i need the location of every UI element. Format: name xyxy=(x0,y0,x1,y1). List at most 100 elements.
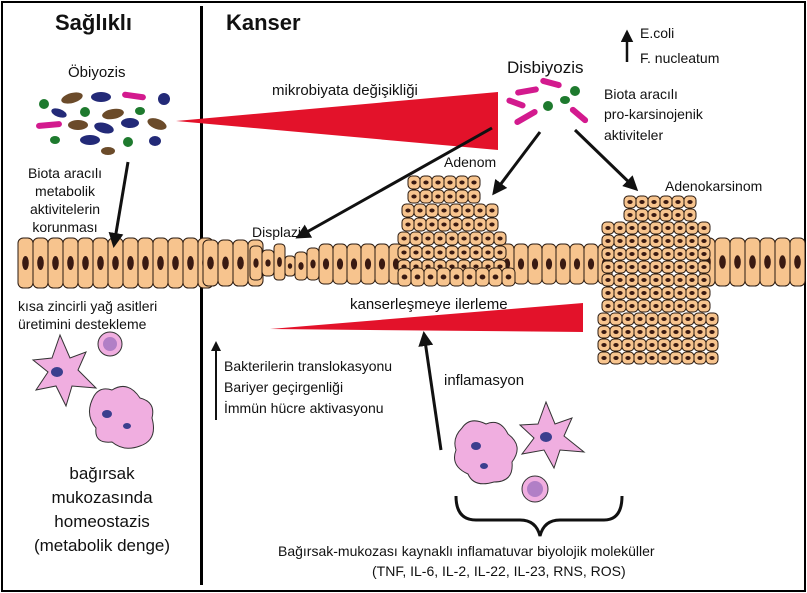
cell-nucleus xyxy=(689,265,695,269)
scfa-line-2: üretimini destekleme xyxy=(18,316,147,332)
cell-nucleus xyxy=(465,222,471,227)
cell-nucleus xyxy=(677,239,683,243)
cell-nucleus xyxy=(675,213,681,217)
cell-nucleus xyxy=(613,330,619,334)
cell-nucleus xyxy=(665,291,671,295)
cell-nucleus xyxy=(677,252,683,256)
cell-nucleus xyxy=(701,278,707,282)
cell-nucleus xyxy=(649,330,655,334)
cell-nucleus xyxy=(605,239,611,243)
cell-nucleus xyxy=(637,317,643,321)
cell-nucleus xyxy=(701,252,707,256)
cell-nucleus xyxy=(617,265,623,269)
immune-cells-cancer xyxy=(454,400,586,503)
cell-nucleus xyxy=(649,343,655,347)
cell-nucleus xyxy=(641,304,647,308)
cell-nucleus xyxy=(417,222,423,227)
cell-nucleus xyxy=(697,317,703,321)
cell-nucleus xyxy=(517,258,525,270)
cell-nucleus xyxy=(485,250,491,255)
cell-nucleus xyxy=(461,264,467,269)
cell-nucleus xyxy=(605,226,611,230)
cell-nucleus xyxy=(127,256,134,270)
cell-nucleus xyxy=(629,291,635,295)
cell-nucleus xyxy=(437,250,443,255)
homeostasis-line-1: bağırsak xyxy=(69,464,135,483)
cell-nucleus xyxy=(401,274,408,280)
cell-nucleus xyxy=(573,258,581,270)
cell-nucleus xyxy=(685,330,691,334)
cell-nucleus xyxy=(675,200,681,204)
biota-line-1: Biota aracılı xyxy=(28,165,102,181)
cell-nucleus xyxy=(625,317,631,321)
cell-nucleus xyxy=(629,265,635,269)
cell-nucleus xyxy=(697,343,703,347)
cell-nucleus xyxy=(497,250,503,255)
cell-nucleus xyxy=(322,258,330,270)
cell-nucleus xyxy=(625,343,631,347)
cell-nucleus xyxy=(689,304,695,308)
cell-nucleus xyxy=(625,330,631,334)
cell-nucleus xyxy=(52,256,59,270)
cell-nucleus xyxy=(613,356,619,360)
cell-nucleus xyxy=(605,252,611,256)
cell-nucleus xyxy=(653,291,659,295)
cell-nucleus xyxy=(661,356,667,360)
cell-nucleus xyxy=(749,255,756,269)
cell-nucleus xyxy=(637,343,643,347)
cell-nucleus xyxy=(479,274,486,280)
cell-nucleus xyxy=(617,304,623,308)
cell-nucleus xyxy=(665,252,671,256)
cell-nucleus xyxy=(663,200,669,204)
arrow-to-adenoma xyxy=(492,131,542,196)
cell-nucleus xyxy=(405,222,411,227)
cell-nucleus xyxy=(629,304,635,308)
cell-nucleus xyxy=(477,208,483,213)
cell-nucleus xyxy=(364,258,372,270)
molecules-label: Bağırsak-mukozası kaynaklı inflamatuvar … xyxy=(278,543,655,559)
effect-permeability: Bariyer geçirgenliği xyxy=(224,379,344,395)
cell-nucleus xyxy=(685,343,691,347)
cell-nucleus xyxy=(651,200,657,204)
cell-nucleus xyxy=(685,317,691,321)
cell-nucleus xyxy=(492,274,499,280)
cell-nucleus xyxy=(449,250,455,255)
cell-nucleus xyxy=(423,194,429,199)
cell-nucleus xyxy=(779,255,786,269)
cell-nucleus xyxy=(629,252,635,256)
cell-nucleus xyxy=(689,239,695,243)
cell-nucleus xyxy=(605,265,611,269)
cell-nucleus xyxy=(673,317,679,321)
cell-nucleus xyxy=(653,239,659,243)
homeostasis-line-3: homeostazis xyxy=(54,512,150,531)
cell-nucleus xyxy=(641,226,647,230)
cell-nucleus xyxy=(447,194,453,199)
cell-nucleus xyxy=(709,343,715,347)
cell-nucleus xyxy=(207,256,214,270)
adenocarcinoma-cell-cluster xyxy=(597,195,719,365)
cell-nucleus xyxy=(505,274,512,280)
cell-nucleus xyxy=(613,317,619,321)
inflammation-label: inflamasyon xyxy=(444,372,525,389)
cell-nucleus xyxy=(673,343,679,347)
homeostasis-line-4: (metabolik denge) xyxy=(33,536,171,555)
cell-nucleus xyxy=(287,263,293,269)
healthy-title: Sağlıklı xyxy=(55,10,133,35)
homeostasis-line-2: mukozasında xyxy=(51,488,153,507)
cell-nucleus xyxy=(617,291,623,295)
cell-nucleus xyxy=(429,208,435,213)
effect-immune-activation: İmmün hücre aktivasyonu xyxy=(224,400,384,416)
cell-nucleus xyxy=(461,250,467,255)
curly-brace xyxy=(454,495,624,537)
cell-nucleus xyxy=(559,258,567,270)
cell-nucleus xyxy=(637,330,643,334)
cell-nucleus xyxy=(485,264,491,269)
cell-nucleus xyxy=(697,356,703,360)
cell-nucleus xyxy=(617,252,623,256)
cell-nucleus xyxy=(587,258,595,270)
cell-nucleus xyxy=(764,255,771,269)
cell-nucleus xyxy=(440,274,447,280)
cell-nucleus xyxy=(613,343,619,347)
cell-nucleus xyxy=(473,236,479,241)
cell-nucleus xyxy=(545,258,553,270)
